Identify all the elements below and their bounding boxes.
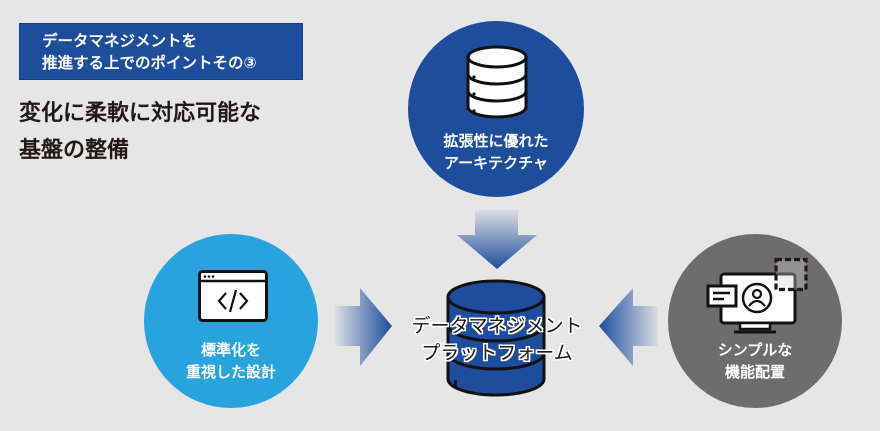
node-architecture: 拡張性に優れた アーキテクチャ — [408, 21, 584, 197]
center-line-2: プラットフォーム — [421, 342, 573, 364]
arrow-right — [335, 288, 392, 366]
monitor-layout-icon — [706, 257, 808, 334]
database-stack-icon — [466, 45, 528, 119]
node-simple-layout: シンプルな 機能配置 — [668, 234, 842, 408]
arrow-down — [457, 210, 537, 269]
headline-line-1: 変化に柔軟に対応可能な — [19, 101, 262, 126]
arrow-left — [599, 288, 658, 366]
code-window-icon — [198, 270, 268, 322]
node-simple-layout-label: シンプルな 機能配置 — [717, 341, 793, 381]
node-architecture-label: 拡張性に優れた アーキテクチャ — [443, 132, 549, 172]
banner-line-2: 推進する上でのポイントその③ — [42, 54, 257, 72]
point-banner: データマネジメントを 推進する上でのポイントその③ — [19, 23, 303, 80]
center-line-1: データマネジメント — [411, 315, 583, 337]
banner-line-1: データマネジメントを — [42, 32, 198, 50]
center-platform-label: データマネジメント プラットフォーム — [390, 313, 604, 367]
headline: 変化に柔軟に対応可能な 基盤の整備 — [19, 95, 261, 169]
node-standardization-label: 標準化を 重視した設計 — [185, 341, 276, 381]
headline-line-2: 基盤の整備 — [19, 138, 130, 163]
node-standardization: 標準化を 重視した設計 — [144, 234, 318, 408]
database-icon — [446, 279, 546, 397]
